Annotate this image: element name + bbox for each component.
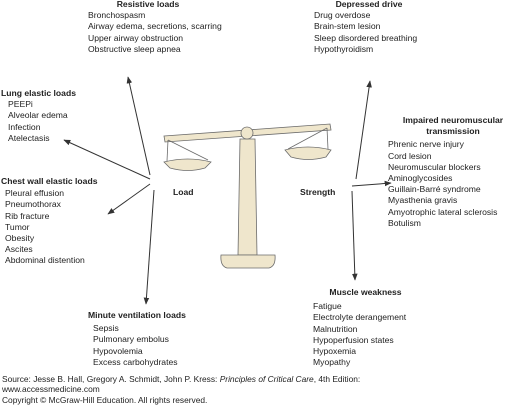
depressed-drive-title: Depressed drive [335,0,403,9]
source-url[interactable]: www.accessmedicine.com [2,384,100,395]
depressed-item: Brain-stem lesion [314,21,381,32]
resistive-item: Bronchospasm [88,10,146,21]
impaired-item: Cord lesion [388,150,432,161]
impaired-item: Aminoglycosides [388,173,453,184]
chest-item: Pleural effusion [5,188,65,199]
strength-label: Strength [300,187,336,197]
balance-scale-icon [163,123,332,269]
resistive-item: Obstructive sleep apnea [88,43,181,54]
depressed-item: Drug overdose [314,10,371,21]
arrow-depressed [355,80,372,180]
muscle-item: Malnutrition [313,323,358,334]
muscle-item: Electrolyte derangement [313,312,407,323]
arrow-resistive [126,76,151,176]
impaired-item: Myasthenia gravis [388,195,458,206]
lung-item: Atelectasis [8,132,50,143]
chest-wall-elastic-loads-group: Chest wall elastic loads Pleural effusio… [1,176,97,267]
chest-wall-elastic-loads-title: Chest wall elastic loads [1,176,98,186]
load-label: Load [173,187,194,197]
chest-item: Rib fracture [5,210,50,221]
lung-item: Alveolar edema [8,110,68,121]
copyright-line: Copyright © McGraw-Hill Education. All r… [2,394,208,405]
arrow-impaired [351,180,392,187]
lung-item: PEEPi [8,99,33,110]
resistive-item: Upper airway obstruction [88,32,184,43]
lung-elastic-loads-group: Lung elastic loads PEEPi Alveolar edema … [1,88,76,144]
resistive-loads-title: Resistive loads [116,0,180,9]
muscle-weakness-title: Muscle weakness [329,287,402,297]
lung-item: Infection [8,121,41,132]
impaired-item: Amyotrophic lateral sclerosis [388,206,498,217]
impaired-transmission-group: Impaired neuromuscular transmission Phre… [388,115,518,229]
minute-item: Excess carbohydrates [93,356,178,367]
muscle-item: Fatigue [313,301,342,312]
impaired-item: Botulism [388,217,421,228]
source-line: Source: Jesse B. Hall, Gregory A. Schmid… [2,374,360,384]
muscle-item: Hypoxemia [313,346,356,357]
minute-item: Hypovolemia [93,345,143,356]
muscle-item: Hypoperfusion states [313,334,394,345]
chest-item: Ascites [5,244,33,255]
minute-ventilation-loads-title: Minute ventilation loads [88,310,186,320]
muscle-item: Myopathy [313,357,351,368]
impaired-item: Neuromuscular blockers [388,161,481,172]
minute-item: Sepsis [93,323,119,334]
lung-elastic-loads-title: Lung elastic loads [1,88,76,98]
impaired-transmission-title-line1: Impaired neuromuscular [402,115,504,125]
chest-item: Tumor [5,221,30,232]
arrow-muscle [351,190,358,281]
chest-item: Pneumothorax [5,199,61,210]
muscle-weakness-group: Muscle weakness Fatigue Electrolyte dera… [313,287,418,368]
arrow-minute [143,189,155,305]
impaired-item: Phrenic nerve injury [388,139,464,150]
chest-item: Obesity [5,233,35,244]
minute-item: Pulmonary embolus [93,334,169,345]
depressed-item: Hypothyroidism [314,43,374,54]
resistive-loads-group: Resistive loads Bronchospasm Airway edem… [88,0,222,55]
minute-ventilation-loads-group: Minute ventilation loads Sepsis Pulmonar… [88,310,186,368]
depressed-item: Sleep disordered breathing [314,32,418,43]
source-prefix: Source: Jesse B. Hall, Gregory A. Schmid… [2,374,220,384]
arrow-lung [63,139,151,180]
arrow-chest [107,183,151,215]
resistive-item: Airway edema, secretions, scarring [88,21,222,32]
book-title: Principles of Critical Care [219,374,314,384]
impaired-transmission-title-line2: transmission [426,126,480,137]
impaired-item: Guillain-Barré syndrome [388,184,481,195]
source-footer: Source: Jesse B. Hall, Gregory A. Schmid… [2,374,360,405]
chest-item: Abdominal distention [5,255,85,266]
depressed-drive-group: Depressed drive Drug overdose Brain-stem… [314,0,424,55]
source-suffix: , 4th Edition: [313,374,361,384]
